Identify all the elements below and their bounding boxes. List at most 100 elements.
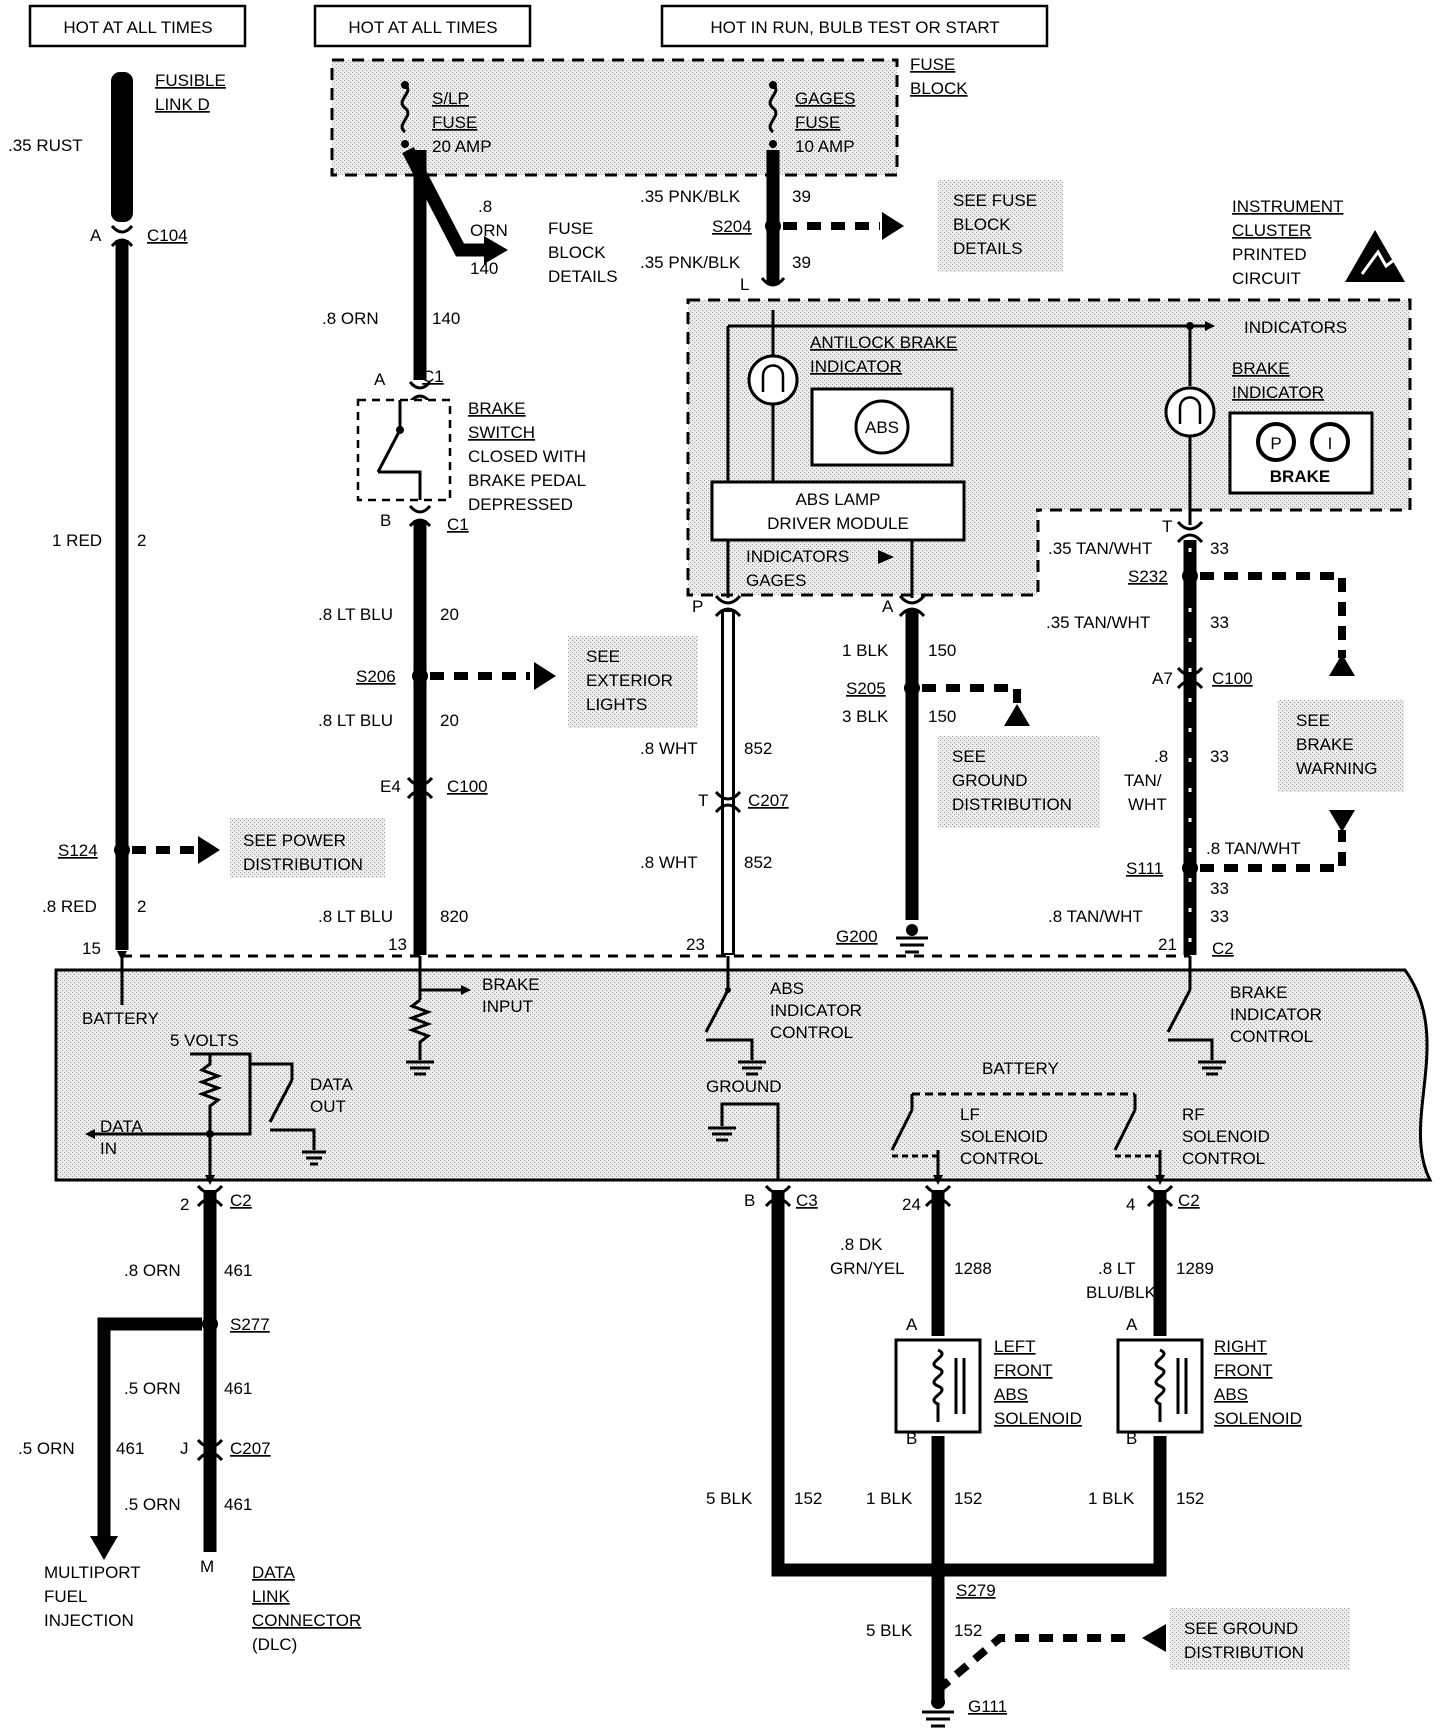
- tan3-c: WHT: [1128, 795, 1167, 814]
- wht1-label: .8 WHT: [640, 739, 698, 758]
- data-out-switch: [268, 1079, 294, 1123]
- c2a-label: C2: [230, 1191, 252, 1210]
- pin-b-c3: B: [744, 1191, 755, 1210]
- tan4-label: .8 TAN/WHT: [1206, 839, 1301, 858]
- ind-small: INDICATORS: [746, 547, 849, 566]
- mfi-wire: [97, 1317, 202, 1540]
- ic-2: CLUSTER: [1232, 221, 1311, 240]
- gages-fuse-bottom-dot: [769, 140, 777, 148]
- blk3-circuit: 150: [928, 707, 956, 726]
- pin-21: 21: [1158, 935, 1177, 954]
- g111-ground-icon: [922, 1710, 954, 1728]
- brake-input-1: BRAKE: [482, 975, 540, 994]
- abs-ctrl-2: INDICATOR: [770, 1001, 862, 1020]
- rf-solenoid-coil-icon: [1154, 1348, 1166, 1422]
- circ140-branch: 140: [470, 259, 498, 278]
- see-fuse-box: [938, 180, 1063, 272]
- gages-fuse-top-dot: [769, 81, 777, 89]
- module-battery2: BATTERY: [982, 1059, 1059, 1078]
- see-gnd-box: [938, 736, 1100, 828]
- see-gnd2-box: [1170, 1608, 1350, 1670]
- blk5-circuit: 152: [794, 1489, 822, 1508]
- c100a-connector: [406, 776, 434, 800]
- see-fuse-3: DETAILS: [953, 239, 1023, 258]
- module-ground: GROUND: [706, 1077, 782, 1096]
- module-5volts: 5 VOLTS: [170, 1031, 239, 1050]
- s232-arrow-head: [1329, 654, 1355, 676]
- ind-small-arrow: [878, 550, 894, 564]
- rfs-b: B: [1126, 1429, 1137, 1448]
- t-connector: [1176, 520, 1204, 544]
- slp-fuse-symbol: [400, 83, 410, 134]
- blk3-label: 3 BLK: [842, 707, 889, 726]
- c207a-pin: T: [698, 791, 708, 810]
- mfi-3: INJECTION: [44, 1611, 134, 1630]
- see-power-1: SEE POWER: [243, 831, 346, 850]
- pin-j: J: [180, 1439, 189, 1458]
- data-out-switch-lead: [250, 1062, 294, 1080]
- rf-switch: [1113, 1109, 1137, 1151]
- brake-input-2: INPUT: [482, 997, 533, 1016]
- abs-ctrl-switch: [704, 989, 730, 1033]
- slp-fuse-label-1: S/LP: [432, 89, 469, 108]
- c100a-label: C100: [447, 777, 488, 796]
- e4-pin: E4: [380, 777, 401, 796]
- orn-wire-label: .8 ORN: [322, 309, 379, 328]
- pnk2-circuit: 39: [792, 253, 811, 272]
- c1a-label: C1: [422, 367, 444, 386]
- ltblu1-circuit: 20: [440, 605, 459, 624]
- g111-dot: [931, 1695, 945, 1709]
- c2a-connector: [196, 1184, 224, 1208]
- tan3-a: .8: [1154, 747, 1168, 766]
- tan2-circuit: 33: [1210, 613, 1229, 632]
- dlc-3: CONNECTOR: [252, 1611, 361, 1630]
- brake-i-icon: [1310, 422, 1350, 462]
- see-ext-3: LIGHTS: [586, 695, 647, 714]
- fusible-link: [111, 72, 133, 222]
- brake-i-text: I: [1328, 434, 1333, 453]
- brake-symbol-box: [1228, 411, 1374, 495]
- fusible-label-2: LINK D: [155, 95, 210, 114]
- c100b-label: C100: [1212, 669, 1253, 688]
- s232-arrow: [1200, 572, 1346, 658]
- brake-bulb-icon: [1164, 386, 1216, 438]
- s204-label: S204: [712, 217, 752, 236]
- mfi-2: FUEL: [44, 1587, 87, 1606]
- s232-label: S232: [1128, 567, 1168, 586]
- ic-1: INSTRUMENT: [1232, 197, 1343, 216]
- c1b-pin: B: [380, 511, 391, 530]
- pin-15: 15: [82, 939, 101, 958]
- lfs-4: SOLENOID: [994, 1409, 1082, 1428]
- s111-label: S111: [1126, 859, 1163, 878]
- rust-wire-label: .35 RUST: [8, 136, 83, 155]
- s206-splice: [412, 668, 428, 684]
- bi-1: BRAKE: [1232, 359, 1290, 378]
- s204-splice: [765, 218, 781, 234]
- bi-2: INDICATOR: [1232, 383, 1324, 402]
- wht2-label: .8 WHT: [640, 853, 698, 872]
- s205-label: S205: [846, 679, 886, 698]
- brake-p-text: P: [1270, 434, 1281, 453]
- orn-wire-circuit: 140: [432, 309, 460, 328]
- esd-warning-hand: [1360, 249, 1395, 275]
- wht2-circuit: 852: [744, 853, 772, 872]
- orn3-label: .5 ORN: [124, 1495, 181, 1514]
- ltblu-1: .8 LT: [1098, 1259, 1135, 1278]
- lfs-1: LEFT: [994, 1337, 1036, 1356]
- fuse-block-label-2: BLOCK: [910, 79, 968, 98]
- rf-2: SOLENOID: [1182, 1127, 1270, 1146]
- c2b-label: C2: [1178, 1191, 1200, 1210]
- tan3-circuit: 33: [1210, 747, 1229, 766]
- orn8-a: .8: [478, 197, 492, 216]
- c100b-connector: [1176, 666, 1204, 690]
- brake-input-resistor: [407, 998, 433, 1060]
- abi-1: ANTILOCK BRAKE: [810, 333, 957, 352]
- red8-label: .8 RED: [42, 897, 97, 916]
- brake-switch-box: [356, 398, 452, 502]
- g111-label: G111: [968, 1697, 1007, 1716]
- dlc-4: (DLC): [252, 1635, 297, 1654]
- slp-fuse-label-2: FUSE: [432, 113, 477, 132]
- brake-bulb-filament: [1178, 396, 1202, 424]
- gages-fuse-label-1: GAGES: [795, 89, 855, 108]
- see-ext-1: SEE: [586, 647, 620, 666]
